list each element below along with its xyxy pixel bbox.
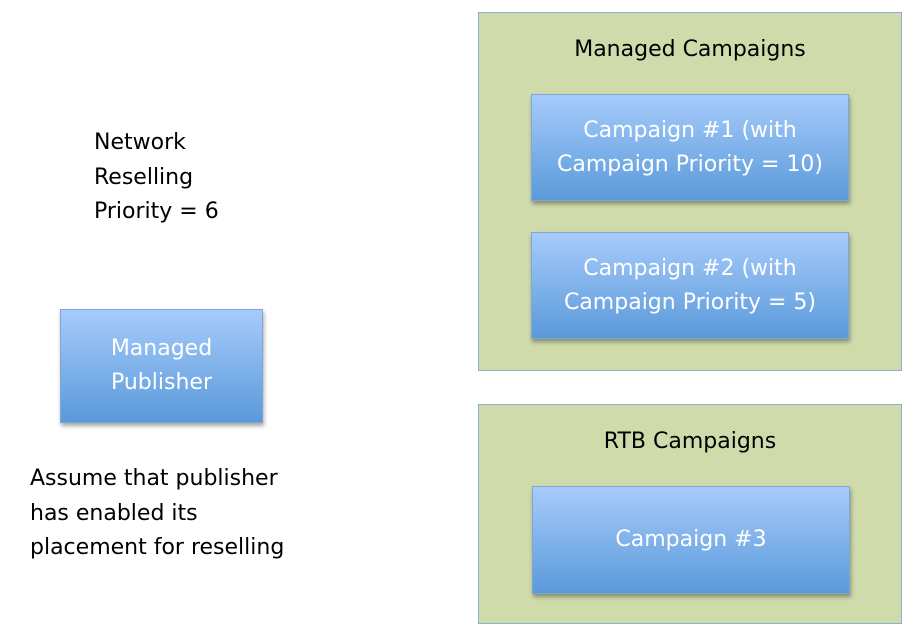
network-reselling-priority-label: Network Reselling Priority = 6 — [94, 130, 219, 224]
managed-campaigns-title: Managed Campaigns — [574, 37, 806, 62]
campaign-1-node: Campaign #1 (with Campaign Priority = 10… — [531, 94, 849, 201]
campaign-2-node: Campaign #2 (with Campaign Priority = 5) — [531, 232, 849, 339]
rtb-campaigns-title: RTB Campaigns — [603, 429, 777, 454]
assumption-note: Assume that publisher has enabled its pl… — [30, 466, 285, 560]
managed-publisher-node: Managed Publisher — [60, 309, 263, 423]
campaign-3-node: Campaign #3 — [532, 486, 850, 594]
